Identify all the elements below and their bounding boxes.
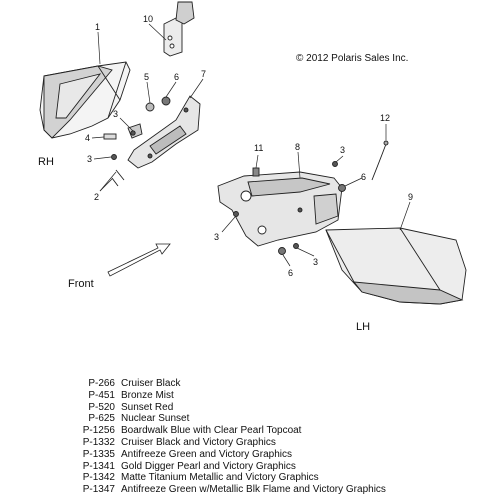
legend-row: P-266 Cruiser Black xyxy=(59,378,489,390)
screw-11 xyxy=(252,167,260,177)
legend-row: P-1341 Gold Digger Pearl and Victory Grap… xyxy=(59,461,489,473)
rh-side-label: RH xyxy=(38,156,54,168)
callout-3-lh-c: 3 xyxy=(313,257,318,267)
nut-3c xyxy=(332,161,338,167)
legend-color-name: Boardwalk Blue with Clear Pearl Topcoat xyxy=(121,425,302,437)
legend-row: P-625 Nuclear Sunset xyxy=(59,413,489,425)
lh-side-cover-part xyxy=(325,227,467,305)
nut-3b xyxy=(111,154,117,160)
cable-end xyxy=(383,140,389,146)
legend-color-name: Sunset Red xyxy=(121,401,174,413)
legend-row: P-451 Bronze Mist xyxy=(59,390,489,402)
legend-code: P-451 xyxy=(88,389,115,401)
screw-4 xyxy=(103,133,117,140)
bushing-5 xyxy=(145,102,155,112)
legend-color-name: Antifreeze Green w/Metallic Blk Flame an… xyxy=(121,484,386,496)
legend-code: P-1256 xyxy=(82,425,115,437)
bracket-part xyxy=(163,1,195,57)
legend-color-name: Gold Digger Pearl and Victory Graphics xyxy=(121,460,296,472)
front-label: Front xyxy=(68,278,94,290)
legend-color-name: Cruiser Black and Victory Graphics xyxy=(121,436,276,448)
nut-3e xyxy=(293,243,299,249)
callout-3-lh-b: 3 xyxy=(214,232,219,242)
lh-mount-frame-part xyxy=(217,171,343,247)
legend-code: P-1341 xyxy=(82,460,115,472)
legend-code: P-1347 xyxy=(82,484,115,496)
nut-3d xyxy=(233,211,239,217)
cable-part xyxy=(371,143,387,181)
lh-side-label: LH xyxy=(356,321,370,333)
front-direction-arrow xyxy=(107,243,171,277)
legend-code: P-520 xyxy=(88,401,115,413)
legend-row: P-1335 Antifreeze Green and Victory Graph… xyxy=(59,449,489,461)
callout-3-rh-a: 3 xyxy=(113,109,118,119)
callout-6-lh-a: 6 xyxy=(361,172,366,182)
callout-12: 12 xyxy=(380,113,390,123)
legend-color-name: Bronze Mist xyxy=(121,389,174,401)
clips-2 xyxy=(111,169,125,187)
copyright-notice: © 2012 Polaris Sales Inc. xyxy=(296,53,408,64)
callout-6-rh: 6 xyxy=(174,72,179,82)
legend-code: P-1342 xyxy=(82,472,115,484)
legend-code: P-1335 xyxy=(82,448,115,460)
legend-row: P-1347 Antifreeze Green w/Metallic Blk Fl… xyxy=(59,484,489,496)
legend-row: P-1332 Cruiser Black and Victory Graphics xyxy=(59,437,489,449)
callout-4: 4 xyxy=(85,133,90,143)
callout-3-lh-a: 3 xyxy=(340,145,345,155)
callout-6-lh-b: 6 xyxy=(288,268,293,278)
grommet-6 xyxy=(161,96,171,106)
legend-code: P-266 xyxy=(88,378,115,389)
legend-row: P-1342 Matte Titanium Metallic and Victor… xyxy=(59,472,489,484)
legend-color-name: Antifreeze Green and Victory Graphics xyxy=(121,448,293,460)
callout-2: 2 xyxy=(94,192,99,202)
grommet-6b xyxy=(338,184,346,192)
grommet-6c xyxy=(278,247,286,255)
legend-code: P-625 xyxy=(88,413,115,425)
legend-row: P-1256 Boardwalk Blue with Clear Pearl To… xyxy=(59,425,489,437)
callout-3-rh-b: 3 xyxy=(87,154,92,164)
legend-color-name: Matte Titanium Metallic and Victory Grap… xyxy=(121,472,319,484)
callout-5: 5 xyxy=(144,72,149,82)
callout-9: 9 xyxy=(408,192,413,202)
nut-3 xyxy=(130,130,136,136)
callout-11: 11 xyxy=(254,143,263,153)
callout-1: 1 xyxy=(95,22,100,32)
callout-8: 8 xyxy=(295,142,300,152)
rh-side-cover-part xyxy=(39,61,131,139)
callout-10: 10 xyxy=(143,14,153,24)
legend-color-name: Nuclear Sunset xyxy=(121,413,190,425)
legend-row: P-520 Sunset Red xyxy=(59,402,489,414)
legend-code: P-1332 xyxy=(82,436,115,448)
legend-color-name: Cruiser Black xyxy=(121,378,181,389)
rh-mount-frame-part xyxy=(127,95,201,169)
lh-hardware-group xyxy=(233,161,346,255)
callout-7: 7 xyxy=(201,69,206,79)
